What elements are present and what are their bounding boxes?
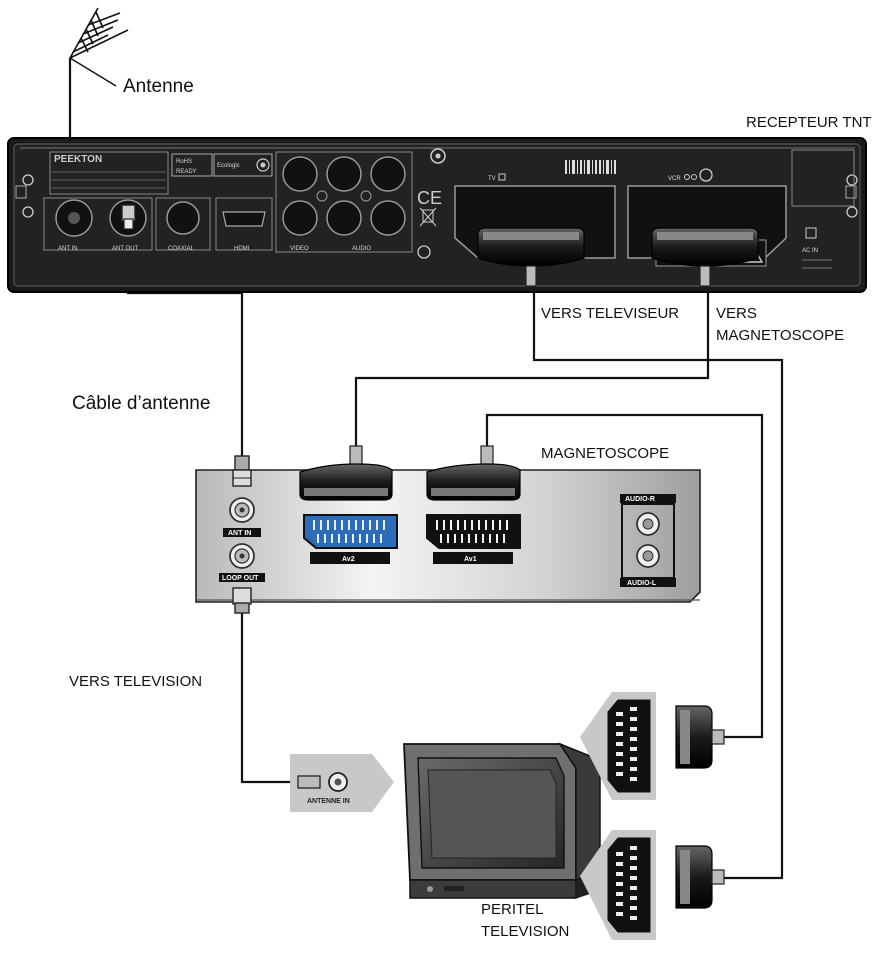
- peritel-label-line1: PERITEL: [481, 901, 544, 918]
- tv-antenna-in-callout: ANTENNE IN: [290, 754, 394, 812]
- antenna-label: Antenne: [123, 76, 194, 97]
- to-tv-label: VERS TELEVISEUR: [541, 305, 680, 322]
- antenna-plug-vcr-out: [232, 587, 252, 614]
- vcr-loop-out-label: LOOP OUT: [222, 575, 259, 582]
- receiver-rear-panel: PEEKTON RoHS READY Ecologic ANT IN ANT O…: [7, 137, 867, 293]
- port-hdmi-label: HDMI: [234, 246, 250, 252]
- peritel-label-line2: TELEVISION: [481, 923, 570, 940]
- antenna-plug-vcr-in: [232, 455, 252, 487]
- to-vcr-label-line2: MAGNETOSCOPE: [716, 327, 845, 344]
- ac-in-label: AC IN: [802, 248, 818, 254]
- port-audio-label: AUDIO: [352, 246, 371, 252]
- scart-cable-receiver-tv-to-tv: [532, 285, 784, 880]
- scart-tv-label: TV: [488, 176, 496, 182]
- vcr-label: MAGNETOSCOPE: [541, 445, 670, 462]
- ce-mark: CE: [417, 188, 442, 208]
- port-coaxial-label: COAXIAL: [168, 246, 195, 252]
- barcode: [565, 160, 616, 174]
- peritel-callout-upper: [580, 692, 725, 800]
- ecologic-logo: Ecologic: [217, 163, 240, 169]
- vcr-av2-label: Av2: [342, 556, 355, 563]
- weee-bin-icon: [419, 207, 437, 227]
- antenna-in-label: ANTENNE IN: [307, 798, 350, 805]
- vcr-audio-r-label: AUDIO-R: [625, 496, 655, 503]
- scart-plug-vcr-av1: [426, 445, 521, 501]
- scart-cable-vcr-av1-to-tv: [485, 413, 764, 739]
- to-television-label: VERS TELEVISION: [69, 673, 203, 690]
- scart-vcr-label: VCR: [668, 176, 681, 182]
- antenna-out-plug: [121, 204, 136, 230]
- vcr-av1-label: Av1: [464, 556, 477, 563]
- cable-vcr-to-tv-antenna: [240, 605, 300, 784]
- to-vcr-label-line1: VERS: [716, 305, 757, 322]
- port-video-label: VIDEO: [290, 246, 309, 252]
- port-ant-in-label: ANT IN: [58, 246, 78, 252]
- rohs-line2: READY: [176, 169, 197, 175]
- vcr-rear-panel: ANT IN LOOP OUT Av2: [195, 469, 701, 603]
- antenna-cable-label: Câble d’antenne: [72, 393, 211, 414]
- peritel-callout-lower: [580, 830, 725, 940]
- antenna-icon: [69, 7, 129, 87]
- scart-plug-receiver-vcr: [651, 227, 759, 287]
- rohs-line1: RoHS: [176, 159, 192, 165]
- vcr-audio-l-label: AUDIO-L: [627, 580, 657, 587]
- scart-plug-receiver-tv: [477, 227, 585, 287]
- port-ant-out-label: ANT OUT: [112, 246, 139, 252]
- scart-plug-vcr-av2: [299, 445, 393, 501]
- scart-cable-receiver-vcr-to-vcr-av2: [354, 285, 710, 450]
- receiver-label: RECEPTEUR TNT: [746, 114, 872, 131]
- television-icon: [403, 742, 601, 899]
- receiver-brand: PEEKTON: [54, 154, 102, 165]
- vcr-ant-in-label: ANT IN: [228, 530, 251, 537]
